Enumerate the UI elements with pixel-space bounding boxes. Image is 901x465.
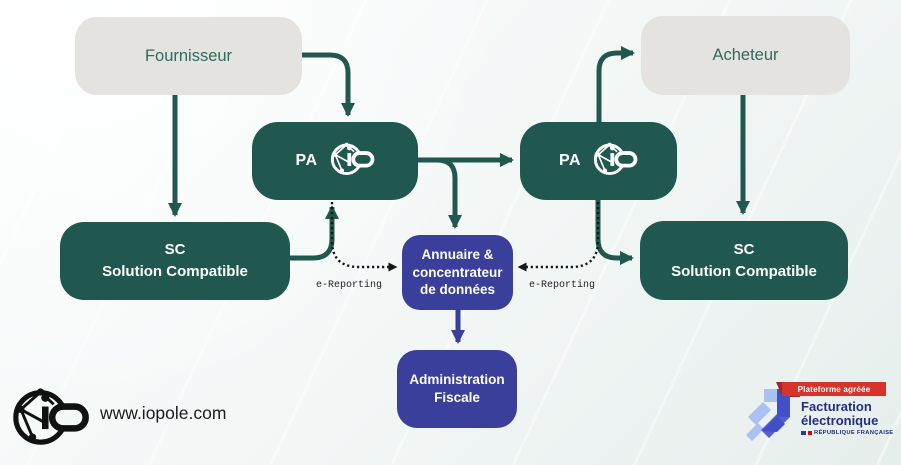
dotted-ereporting-left bbox=[330, 202, 398, 272]
sc-left-line2: Solution Compatible bbox=[102, 263, 248, 280]
republique-label: RÉPUBLIQUE FRANÇAISE bbox=[814, 430, 894, 436]
arrow-sc-left-to-pa-left bbox=[290, 205, 340, 261]
facturation-title-line2: électronique bbox=[801, 413, 879, 429]
blue-square-icon bbox=[801, 430, 806, 436]
sc-right-line1: SC bbox=[733, 240, 755, 258]
arrow-fournisseur-to-pa-left bbox=[302, 52, 355, 117]
republique-francaise-row: RÉPUBLIQUE FRANÇAISE bbox=[801, 430, 893, 436]
fournisseur-label: Fournisseur bbox=[144, 46, 233, 65]
e-reporting-label-right: e-Reporting bbox=[528, 280, 595, 291]
red-square-icon bbox=[807, 430, 812, 436]
iopole-website-link[interactable]: www.iopole.com bbox=[100, 403, 227, 423]
arrow-pa-to-annuaire bbox=[436, 157, 462, 229]
pa-left-label: PA bbox=[295, 152, 318, 169]
iopole-logo-icon bbox=[10, 384, 90, 453]
node-fournisseur: Fournisseur bbox=[75, 17, 302, 95]
facturation-stairs-icon bbox=[744, 383, 800, 448]
iopole-logo-icon bbox=[329, 140, 375, 182]
sc-right-line2: Solution Compatible bbox=[671, 262, 817, 280]
dotted-ereporting-right bbox=[517, 202, 600, 272]
plateforme-agreee-ribbon: Plateforme agréée bbox=[776, 382, 886, 396]
facturation-title: Facturation électronique bbox=[801, 399, 879, 429]
acheteur-label: Acheteur bbox=[712, 46, 779, 64]
arrow-pa-right-to-sc-right bbox=[595, 200, 634, 266]
annuaire-line2: concentrateur bbox=[412, 264, 503, 280]
annuaire-line3: de données bbox=[419, 282, 495, 298]
iopole-logo-icon bbox=[592, 140, 638, 182]
facturation-badge: Plateforme agréée Facturation électroniq… bbox=[744, 377, 896, 449]
node-sc-right: SC Solution Compatible bbox=[640, 221, 848, 300]
sc-left-line1: SC bbox=[164, 241, 186, 259]
admin-fiscale-line1: Administration bbox=[409, 372, 505, 388]
node-pa-right: PA bbox=[520, 122, 677, 200]
node-sc-left: SC Solution Compatible bbox=[60, 222, 290, 300]
arrow-pa-right-to-acheteur bbox=[596, 46, 635, 122]
annuaire-line1: Annuaire & bbox=[421, 247, 494, 263]
e-reporting-label-left: e-Reporting bbox=[315, 280, 382, 291]
ribbon-label: Plateforme agréée bbox=[797, 384, 871, 394]
node-annuaire: Annuaire & concentrateur de données bbox=[402, 235, 513, 310]
admin-fiscale-line2: Fiscale bbox=[434, 390, 480, 405]
node-pa-left: PA bbox=[252, 122, 418, 200]
node-administration-fiscale: Administration Fiscale bbox=[397, 350, 517, 428]
pa-right-label: PA bbox=[558, 152, 582, 169]
facturation-title-line1: Facturation bbox=[801, 399, 872, 414]
node-acheteur: Acheteur bbox=[641, 16, 850, 95]
